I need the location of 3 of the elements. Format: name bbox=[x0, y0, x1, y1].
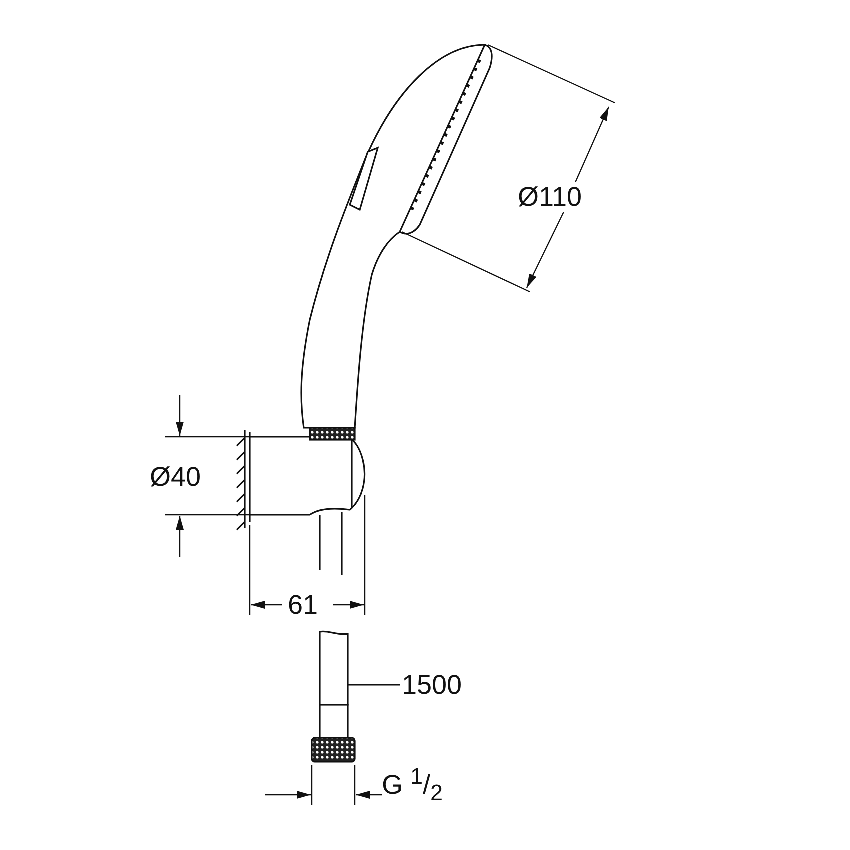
hose-drawing bbox=[311, 630, 356, 763]
leader-line bbox=[348, 684, 400, 686]
dimension-label: Ø110 bbox=[518, 182, 582, 212]
